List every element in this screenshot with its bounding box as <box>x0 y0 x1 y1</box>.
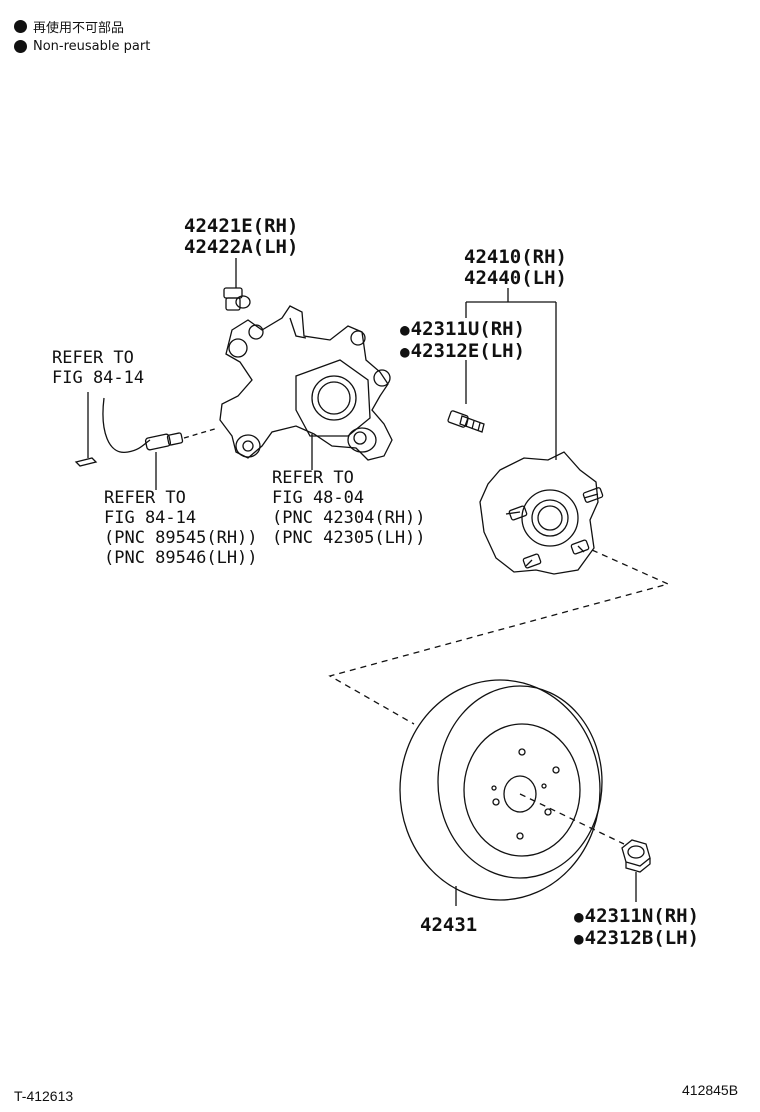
ref-knuckle-1: REFER TO <box>272 468 354 488</box>
part-label-hub-lh: 42440(LH) <box>464 267 567 289</box>
ref-knuckle-4: (PNC 42305(LH)) <box>272 528 426 548</box>
part-label-disc: 42431 <box>420 914 478 936</box>
ref-knuckle-2: FIG 48-04 <box>272 488 365 508</box>
knuckle-bolt-icon <box>223 287 251 311</box>
part-label-hub-bolt-lh: 42312E(LH) <box>400 340 525 363</box>
ref-sensor-wire-2: FIG 84-14 <box>52 368 145 388</box>
legend-jp: 再使用不可部品 <box>14 17 124 36</box>
footer-left-code: T-412613 <box>14 1088 74 1104</box>
hub-nut-icon <box>621 839 651 873</box>
ref-sensor-wire-1: REFER TO <box>52 348 134 368</box>
part-label-hub-bolt-rh: 42311U(RH) <box>400 318 525 341</box>
knuckle-icon <box>219 305 393 461</box>
legend-en-text: Non-reusable part <box>33 39 151 54</box>
brake-disc-icon <box>399 679 603 901</box>
speed-sensor-icon <box>144 427 219 451</box>
part-label-bolt-lh: 42422A(LH) <box>184 236 299 258</box>
part-label-nut-lh: 42312B(LH) <box>574 927 699 950</box>
ref-sensor-1: REFER TO <box>104 488 186 508</box>
ref-sensor-3: (PNC 89545(RH)) <box>104 528 258 548</box>
footer-right-code: 412845B <box>682 1082 739 1098</box>
part-label-hub-rh: 42410(RH) <box>464 246 567 268</box>
assembly-line <box>519 793 625 845</box>
legend-en: Non-reusable part <box>14 39 150 54</box>
hub-assembly-icon <box>479 451 604 575</box>
part-label-bolt-rh: 42421E(RH) <box>184 215 299 237</box>
non-reusable-bullet-icon <box>14 20 27 33</box>
ref-sensor-2: FIG 84-14 <box>104 508 197 528</box>
part-label-nut-rh: 42311N(RH) <box>574 905 699 928</box>
sensor-wire-icon <box>74 392 151 467</box>
ref-sensor-4: (PNC 89546(LH)) <box>104 548 258 568</box>
hub-bolt-icon <box>447 410 485 433</box>
non-reusable-bullet-icon <box>14 40 27 53</box>
ref-knuckle-3: (PNC 42304(RH)) <box>272 508 426 528</box>
assembly-line <box>328 549 670 725</box>
legend-jp-text: 再使用不可部品 <box>33 21 125 36</box>
